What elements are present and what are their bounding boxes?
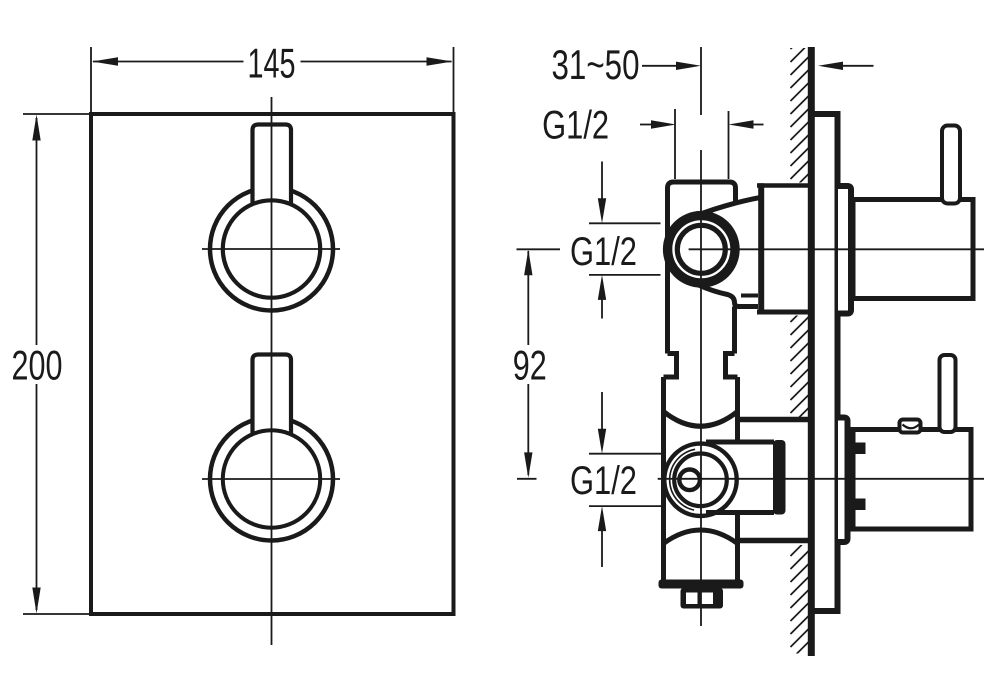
svg-text:31~50: 31~50 [552,41,640,88]
svg-text:G1/2: G1/2 [542,104,609,148]
svg-text:92: 92 [513,342,547,389]
svg-text:200: 200 [12,342,63,389]
svg-text:G1/2: G1/2 [570,459,637,503]
svg-text:G1/2: G1/2 [570,230,637,274]
svg-text:145: 145 [248,40,296,87]
